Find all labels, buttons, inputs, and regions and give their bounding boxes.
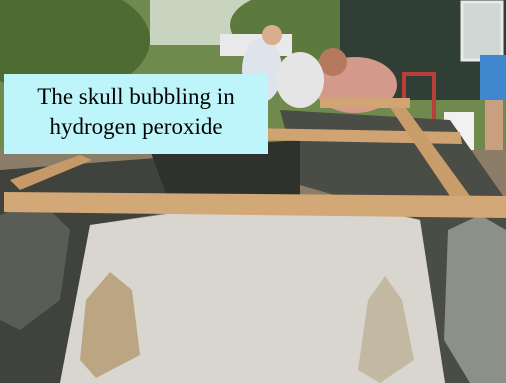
wooden-board-right [385,100,470,196]
caption-box: The skull bubbling in hydrogen peroxide [4,74,268,154]
rock [80,272,140,378]
caption-line-2: hydrogen peroxide [49,114,223,139]
house-window [460,0,504,62]
person-head [262,25,282,45]
caption-line-1: The skull bubbling in [37,84,235,109]
wooden-board-top [320,98,410,108]
wooden-board-front [4,192,506,218]
rock [358,276,414,383]
person-head [319,48,347,76]
rock [444,215,506,383]
person-blue-shirt [480,55,506,100]
pit-floor [60,195,445,383]
person-back [276,52,324,108]
tree-canopy [0,0,150,95]
rock [0,200,70,330]
person-legs [485,100,503,160]
wooden-board-side [10,155,92,190]
pit-back-wall [150,140,300,205]
